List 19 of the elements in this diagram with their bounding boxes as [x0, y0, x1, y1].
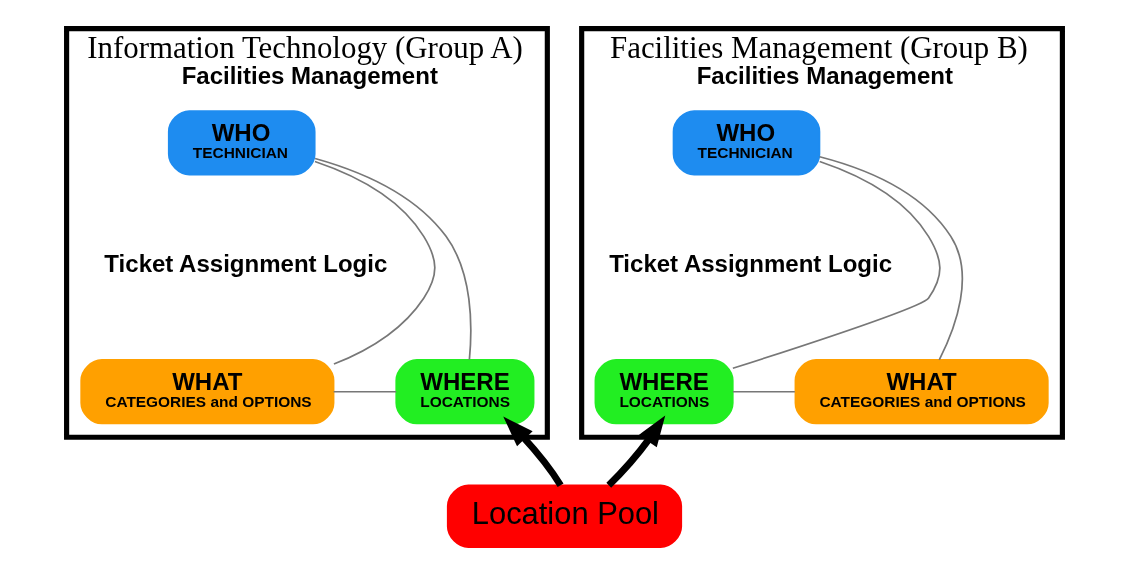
- connector: [732, 160, 941, 370]
- node-box: WHAT CATEGORIES and OPTIONS: [80, 359, 335, 425]
- connector: [332, 390, 398, 393]
- node-box: WHAT CATEGORIES and OPTIONS: [794, 359, 1049, 425]
- node-text: Ticket Assignment Logic: [609, 249, 893, 277]
- connector: [818, 155, 964, 361]
- node-box: WHO TECHNICIAN: [672, 110, 821, 176]
- node-text: Ticket Assignment Logic: [104, 249, 388, 277]
- connector: [732, 390, 796, 393]
- node-box: Location Pool: [446, 484, 683, 548]
- node-box: WHO TECHNICIAN: [167, 110, 316, 176]
- node-box: WHERE LOCATIONS: [594, 359, 734, 425]
- node-label: Information Technology (Group A): [87, 30, 523, 66]
- node-label: Facilities Management (Group B): [610, 30, 1028, 66]
- connector: [314, 157, 472, 361]
- arrow: [606, 415, 666, 488]
- connector: [314, 160, 436, 365]
- node-box: WHERE LOCATIONS: [395, 359, 535, 425]
- arrow: [503, 416, 564, 488]
